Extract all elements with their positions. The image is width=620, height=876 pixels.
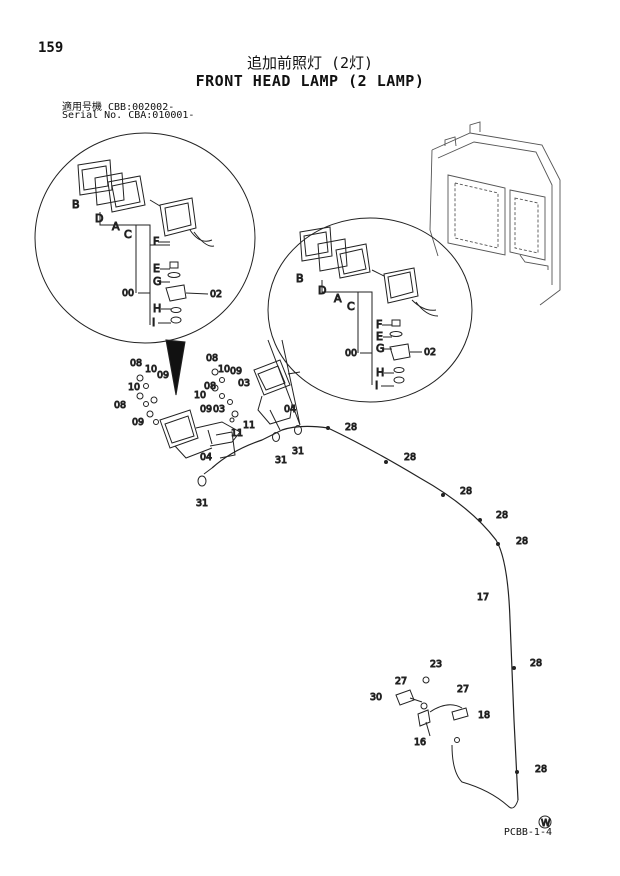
svg-text:10: 10: [145, 364, 157, 375]
svg-text:08: 08: [114, 400, 126, 411]
callout-pointer-left: [165, 339, 186, 396]
svg-text:00: 00: [345, 348, 357, 359]
svg-text:09: 09: [132, 417, 144, 428]
detail-bubble-left: [34, 132, 256, 344]
svg-text:H: H: [376, 366, 384, 379]
svg-text:10: 10: [194, 390, 206, 401]
cab-outline: [429, 121, 561, 306]
svg-text:17: 17: [477, 592, 489, 603]
svg-text:B: B: [296, 272, 304, 285]
page-code: PCBB-1-4: [503, 827, 552, 838]
page-number: 159: [38, 40, 64, 56]
svg-text:10: 10: [128, 382, 140, 393]
svg-text:B: B: [72, 198, 80, 211]
detail-left-lamp: [77, 159, 215, 325]
svg-text:G: G: [376, 342, 385, 355]
svg-text:F: F: [153, 235, 159, 248]
svg-text:C: C: [347, 300, 355, 313]
svg-text:04: 04: [284, 404, 296, 415]
svg-text:16: 16: [414, 737, 426, 748]
main-right-lamp: [253, 359, 301, 431]
part-labels: 08 10 09 10 08 09 08 10 09 08 10 03 09 0…: [114, 353, 548, 776]
svg-text:E: E: [153, 262, 160, 275]
svg-text:D: D: [318, 284, 326, 297]
harness-clips: [326, 426, 519, 774]
svg-text:02: 02: [424, 347, 436, 358]
svg-text:09: 09: [230, 366, 242, 377]
svg-text:28: 28: [496, 510, 508, 521]
svg-text:09: 09: [200, 404, 212, 415]
svg-text:27: 27: [457, 684, 469, 695]
svg-text:09: 09: [157, 370, 169, 381]
clips-31: [197, 425, 302, 487]
svg-text:04: 04: [200, 452, 212, 463]
mark-symbol: W: [541, 818, 551, 829]
svg-text:10: 10: [218, 364, 230, 375]
svg-text:28: 28: [404, 452, 416, 463]
svg-text:08: 08: [204, 381, 216, 392]
serial-line-2: Serial No. CBA:010001-: [62, 110, 195, 121]
title-japanese: 追加前照灯 (2灯): [246, 54, 374, 72]
svg-text:28: 28: [516, 536, 528, 547]
svg-text:11: 11: [231, 428, 243, 439]
serial-line-1: 適用号機 CBB:002002-: [62, 102, 175, 113]
svg-text:F: F: [376, 318, 382, 331]
svg-text:30: 30: [370, 692, 382, 703]
svg-text:E: E: [376, 330, 383, 343]
detail-left-labels: B D A C F E G 00 H I 02: [72, 198, 223, 330]
svg-text:02: 02: [210, 289, 222, 300]
svg-text:08: 08: [130, 358, 142, 369]
detail-right-labels: B D A C F E G 00 H I 02: [296, 272, 437, 393]
title-english: FRONT HEAD LAMP (2 LAMP): [195, 72, 425, 90]
svg-text:11: 11: [243, 420, 255, 431]
svg-text:03: 03: [238, 378, 250, 389]
svg-text:00: 00: [122, 288, 134, 299]
svg-text:03: 03: [213, 404, 225, 415]
mark-circle: [538, 815, 552, 829]
svg-text:28: 28: [530, 658, 542, 669]
detail-bubble-right: [267, 217, 473, 403]
svg-text:31: 31: [292, 446, 304, 457]
svg-text:A: A: [112, 220, 120, 233]
svg-text:A: A: [334, 292, 342, 305]
svg-text:08: 08: [206, 353, 218, 364]
svg-text:28: 28: [460, 486, 472, 497]
svg-text:D: D: [95, 212, 103, 225]
main-left-lamp: [159, 409, 241, 459]
svg-text:27: 27: [395, 676, 407, 687]
svg-text:C: C: [124, 228, 132, 241]
svg-text:H: H: [153, 302, 161, 315]
connector-assembly: [395, 676, 469, 743]
svg-text:28: 28: [535, 764, 547, 775]
harness-17: [211, 425, 519, 801]
svg-text:18: 18: [478, 710, 490, 721]
svg-text:23: 23: [430, 659, 442, 670]
detail-right-lamp: [299, 226, 439, 385]
svg-text:31: 31: [196, 498, 208, 509]
svg-text:31: 31: [275, 455, 287, 466]
hardware-clusters: [136, 368, 239, 425]
svg-text:G: G: [153, 275, 162, 288]
svg-text:28: 28: [345, 422, 357, 433]
svg-text:I: I: [375, 379, 378, 392]
svg-text:I: I: [152, 316, 155, 329]
